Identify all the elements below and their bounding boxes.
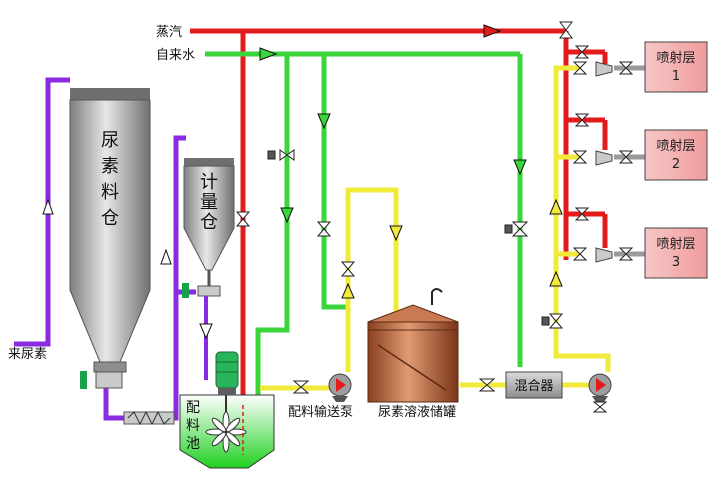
- mixer-outlet-valve[interactable]: [592, 401, 608, 413]
- mixer: [505, 371, 563, 399]
- water-arrow-right: [259, 47, 278, 61]
- spray-layer-3-box: 喷射层 3: [644, 227, 708, 279]
- water-valve-1[interactable]: [267, 149, 295, 161]
- spray-valve-1[interactable]: [618, 61, 634, 75]
- incoming-urea-pipe: [14, 77, 70, 347]
- mixing-pool-char-3: 池: [186, 436, 200, 452]
- solution-pipes: [260, 65, 611, 391]
- spray-layer-2-number: 2: [672, 157, 680, 172]
- steam-valve-main[interactable]: [235, 211, 251, 227]
- steam-valve-top[interactable]: [559, 21, 573, 39]
- mixer-label: 混合器: [514, 379, 553, 394]
- urea-solution-tank: [367, 288, 459, 403]
- metering-bin: [183, 158, 235, 380]
- mixing-pool-char-2: 料: [186, 418, 200, 434]
- spray-nozzles: [595, 61, 613, 263]
- tank-outlet-valve[interactable]: [478, 378, 496, 392]
- urea-up-arrow-2: [160, 248, 172, 265]
- spray-valve-2[interactable]: [618, 150, 634, 164]
- steam-arrow: [483, 24, 502, 38]
- metering-bin-char-3: 仓: [200, 212, 218, 233]
- solution-valve-l3[interactable]: [572, 247, 588, 261]
- spray-layer-1-box: 喷射层 1: [644, 41, 708, 93]
- transfer-pump: [328, 373, 352, 402]
- steam-valve-l1[interactable]: [574, 45, 590, 59]
- spray-layer-1-label: 喷射层: [656, 50, 695, 66]
- water-arrow-down-2: [317, 113, 331, 130]
- urea-silo: [69, 88, 151, 389]
- urea-silo-char-1: 尿: [101, 130, 119, 151]
- urea-up-arrow-1: [42, 198, 54, 215]
- spray-valve-3[interactable]: [618, 247, 634, 261]
- screw-conveyor: [123, 410, 175, 426]
- metering-bin-char-1: 计: [200, 172, 218, 193]
- solution-arrow-up-2: [549, 270, 563, 287]
- agitator-motor: [215, 351, 239, 395]
- water-valve-3[interactable]: [504, 221, 529, 237]
- solution-arrow-up-1: [341, 282, 355, 299]
- solution-arrow-down: [389, 225, 403, 242]
- metering-bin-char-2: 量: [200, 192, 218, 213]
- spray-connect-pipes: [614, 65, 645, 257]
- solution-tank-label: 尿素溶液储罐: [378, 405, 456, 420]
- silo-to-screw-pipe: [103, 388, 128, 421]
- solution-valve-1[interactable]: [340, 261, 356, 277]
- water-pipes: [205, 51, 523, 395]
- urea-silo-char-2: 素: [101, 156, 119, 177]
- solution-arrow-up-3: [549, 198, 563, 215]
- metering-valve-handle: [182, 283, 189, 298]
- spray-layer-2-label: 喷射层: [656, 138, 695, 154]
- solution-valve-l1[interactable]: [572, 61, 588, 75]
- solution-valve-l2[interactable]: [572, 150, 588, 164]
- urea-silo-char-3: 料: [101, 182, 119, 203]
- transfer-valve[interactable]: [292, 380, 310, 394]
- tap-water-label: 自来水: [156, 48, 195, 63]
- mixing-pool-char-1: 配: [186, 400, 200, 416]
- incoming-urea-label: 来尿素: [8, 347, 47, 362]
- silo-valve-handle: [80, 371, 87, 389]
- spray-layer-3-label: 喷射层: [656, 236, 695, 252]
- mixing-pool: [179, 394, 275, 469]
- steam-valve-l3[interactable]: [574, 207, 590, 221]
- spray-layer-1-number: 1: [672, 69, 680, 84]
- water-arrow-down-1: [280, 207, 294, 224]
- water-valve-2[interactable]: [316, 221, 332, 237]
- urea-silo-char-4: 仓: [101, 208, 119, 229]
- water-arrow-down-3: [513, 159, 527, 176]
- spray-layer-2-box: 喷射层 2: [644, 129, 708, 181]
- steam-label: 蒸汽: [156, 25, 182, 40]
- spray-layer-3-number: 3: [672, 255, 680, 270]
- mixer-pump: [588, 373, 612, 402]
- transfer-pump-label: 配料输送泵: [288, 404, 353, 420]
- steam-valve-l2[interactable]: [574, 113, 590, 127]
- solution-valve-2[interactable]: [541, 313, 564, 329]
- metering-down-arrow: [199, 323, 213, 340]
